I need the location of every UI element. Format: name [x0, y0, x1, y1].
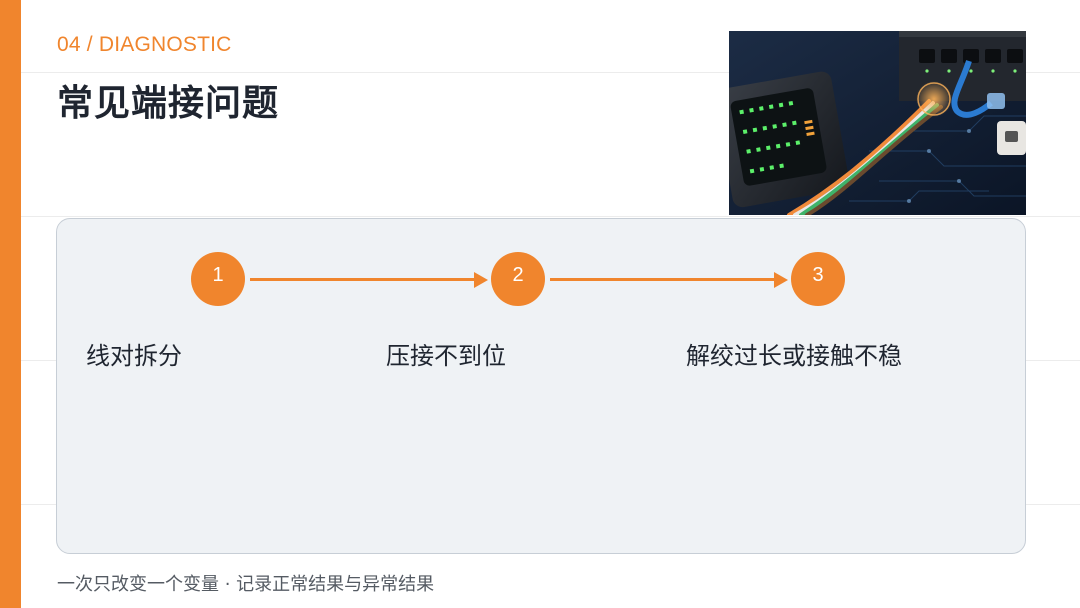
step-2-circle: 2: [491, 252, 545, 306]
step-2-to-3-connector: [550, 278, 776, 281]
photo-illustration: [729, 31, 1026, 215]
step-3-circle: 3: [791, 252, 845, 306]
step-2-label: 压接不到位: [386, 342, 506, 370]
arrow-right-icon: [774, 272, 788, 288]
network-cable-tester-photo: [729, 31, 1026, 215]
section-label: 04 / DIAGNOSTIC: [57, 33, 232, 56]
page-title: 常见端接问题: [57, 83, 280, 124]
step-1-label: 线对拆分: [86, 342, 182, 370]
arrow-right-icon: [474, 272, 488, 288]
left-accent-bar: [0, 0, 21, 608]
step-1-to-2-connector: [250, 278, 476, 281]
background-rule: [21, 216, 1080, 217]
footer-note: 一次只改变一个变量 · 记录正常结果与异常结果: [57, 574, 435, 595]
step-1-circle: 1: [191, 252, 245, 306]
step-3-label: 解绞过长或接触不稳: [686, 342, 902, 370]
background-rule: [21, 72, 1080, 73]
